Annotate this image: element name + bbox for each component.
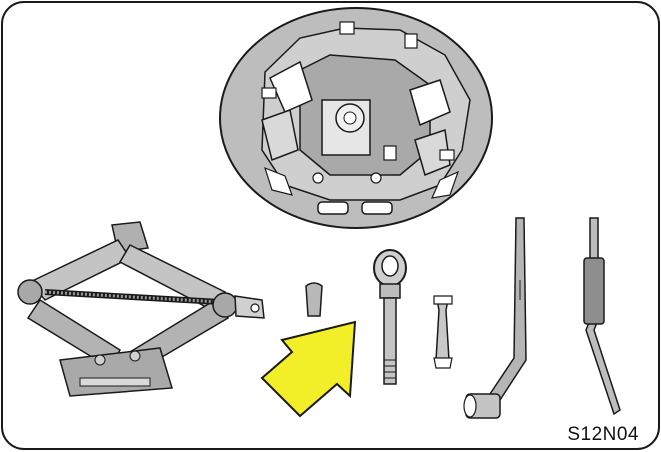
pin xyxy=(305,282,323,317)
towing-eyelet xyxy=(373,249,407,385)
wheel-nut-wrench xyxy=(463,217,527,419)
scissor-jack xyxy=(17,221,265,397)
wrench xyxy=(433,295,453,369)
figure-code: S12N04 xyxy=(567,424,639,445)
jack-handle xyxy=(583,217,621,416)
spare-tire-tool-tray xyxy=(219,7,493,229)
pointer-arrow xyxy=(260,320,357,418)
